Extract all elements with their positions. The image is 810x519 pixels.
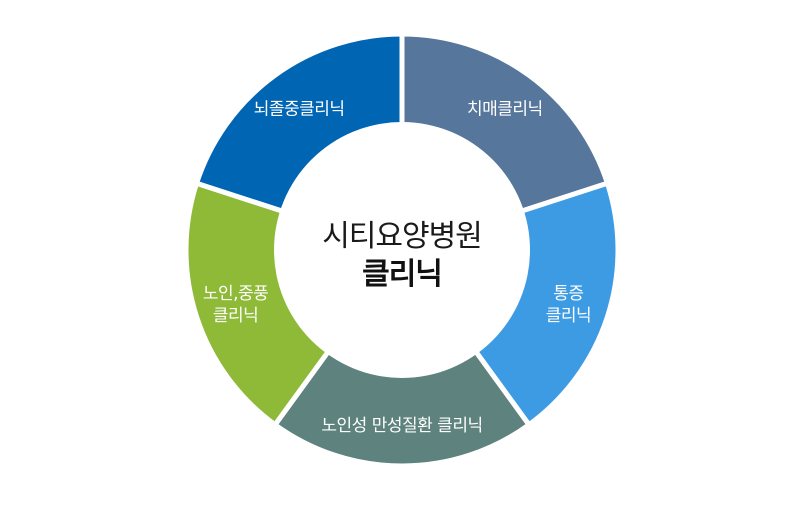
segment-label-line: 치매클리닉 — [467, 99, 543, 119]
center-circle — [274, 122, 530, 378]
segment-label-line: 뇌졸중클리닉 — [254, 99, 345, 119]
segment-label-line: 노인,중풍 — [203, 284, 268, 304]
segment-label-3: 노인성 만성질환 클리닉 — [321, 416, 482, 436]
segment-label-line: 클리닉 — [546, 306, 591, 326]
center-title: 시티요양병원 — [322, 219, 482, 254]
segment-label-line: 통증 — [553, 284, 583, 304]
segment-label-line: 노인성 만성질환 클리닉 — [321, 416, 482, 436]
segment-label-1: 치매클리닉 — [467, 99, 543, 119]
center-subtitle: 클리닉 — [362, 257, 442, 292]
segment-label-line: 클리닉 — [213, 306, 258, 326]
segment-label-5: 뇌졸중클리닉 — [254, 99, 345, 119]
